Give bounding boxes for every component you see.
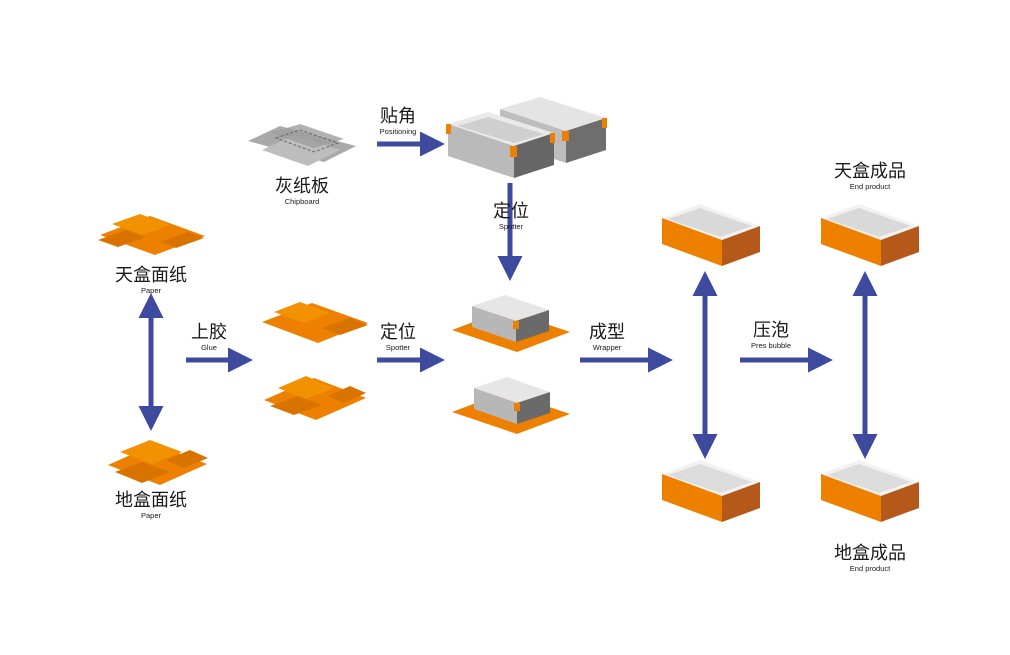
label-lid-product: 天盒成品 End product — [815, 163, 925, 191]
label-chipboard-en: Chipboard — [284, 197, 320, 206]
label-spotter-mid-cn: 定位 — [380, 322, 416, 343]
label-base-paper-cn: 地盒面纸 — [115, 490, 187, 511]
label-press-cn: 压泡 — [753, 320, 789, 341]
boxed-base-on-paper-icon — [452, 377, 570, 434]
label-wrapper: 成型 Wrapper — [572, 324, 642, 352]
label-glue: 上胶 Glue — [174, 324, 244, 352]
base-end-product-icon — [821, 460, 919, 522]
label-lid-product-cn: 天盒成品 — [834, 161, 906, 182]
label-spotter-top: 定位 Spotter — [476, 203, 546, 231]
gray-box-pair-icon — [446, 97, 607, 178]
chipboard-sheet-icon — [248, 124, 356, 166]
label-glue-en: Glue — [201, 343, 217, 352]
wrapped-lid-box-icon — [662, 204, 760, 266]
label-positioning: 贴角 Positioning — [363, 108, 433, 136]
label-base-product-cn: 地盒成品 — [834, 543, 906, 564]
label-wrapper-en: Wrapper — [592, 343, 622, 352]
label-lid-product-en: End product — [849, 182, 891, 191]
label-spotter-top-cn: 定位 — [493, 201, 529, 222]
label-base-paper: 地盒面纸 Paper — [96, 492, 206, 520]
label-press: 压泡 Pres bubble — [731, 322, 811, 350]
label-glue-cn: 上胶 — [191, 322, 227, 343]
glued-lid-paper-icon — [262, 302, 368, 343]
label-spotter-top-en: Spotter — [498, 222, 524, 231]
label-chipboard-cn: 灰纸板 — [275, 176, 329, 197]
label-spotter-mid: 定位 Spotter — [363, 324, 433, 352]
base-paper-icon — [108, 440, 208, 485]
label-lid-paper-en: Paper — [140, 286, 161, 295]
label-base-product: 地盒成品 End product — [815, 545, 925, 573]
wrapped-base-box-icon — [662, 460, 760, 522]
boxed-lid-on-paper-icon — [452, 295, 570, 352]
lid-end-product-icon — [821, 204, 919, 266]
label-chipboard: 灰纸板 Chipboard — [252, 178, 352, 206]
label-lid-paper: 天盒面纸 Paper — [96, 267, 206, 295]
label-base-paper-en: Paper — [140, 511, 161, 520]
label-press-en: Pres bubble — [750, 341, 792, 350]
lid-paper-icon — [98, 214, 205, 255]
label-positioning-en: Positioning — [379, 127, 417, 136]
label-wrapper-cn: 成型 — [589, 322, 625, 343]
label-lid-paper-cn: 天盒面纸 — [115, 265, 187, 286]
label-base-product-en: End product — [849, 564, 891, 573]
glued-base-paper-icon — [264, 376, 366, 420]
label-positioning-cn: 贴角 — [380, 106, 416, 127]
label-spotter-mid-en: Spotter — [385, 343, 411, 352]
